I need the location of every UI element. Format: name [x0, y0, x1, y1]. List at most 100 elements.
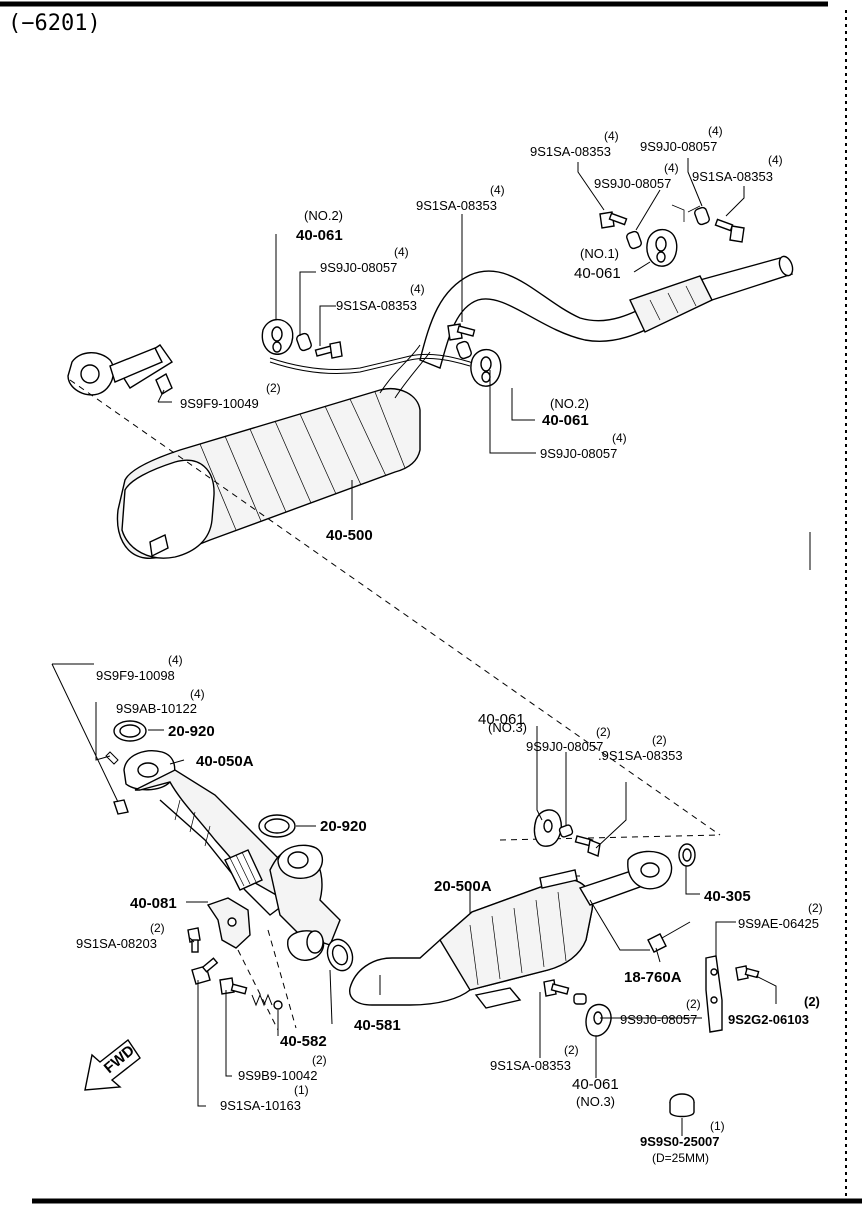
callout-part-number: 20-500A — [434, 878, 492, 895]
part-labels: (4) 9S1SA-08353 (4) 9S9J0-08057 (4) 9S9J… — [76, 124, 823, 1165]
oxygen-sensor — [647, 921, 691, 953]
callout-note: (D=25MM) — [652, 1151, 709, 1165]
tail-heat-shield — [629, 275, 713, 333]
callout-part-number: 9S2G2-06103 — [728, 1012, 809, 1027]
leader-lines — [51, 158, 811, 1136]
callout-part-number: 9S9B9-10042 — [238, 1068, 318, 1083]
hanger-rubber-no2-right — [470, 349, 502, 387]
bolt-no3-upper — [574, 835, 601, 857]
callout-qty: (4) — [168, 653, 183, 667]
grommet-plug — [669, 1093, 695, 1118]
callout-part-number: 9S9F9-10049 — [180, 396, 259, 411]
front-exhaust-assembly — [105, 720, 760, 1118]
callout-part-number: 40-305 — [704, 888, 751, 905]
callout-note: (NO.3) — [488, 720, 527, 735]
callout-note: (NO.3) — [576, 1094, 615, 1109]
callout-qty: (4) — [604, 129, 619, 143]
callout-part-number: 40-581 — [354, 1017, 401, 1034]
callout-part-number: 9S1SA-08353 — [336, 298, 417, 313]
callout-part-number: 9S1SA-08353 — [416, 198, 497, 213]
callout-part-number: 18-760A — [624, 969, 682, 986]
heat-shield-bracket — [705, 955, 723, 1033]
callout-part-number: 40-582 — [280, 1033, 327, 1050]
bushing-left — [296, 332, 312, 352]
callout-part-number: 40-500 — [326, 527, 373, 544]
callout-part-number: 9S9J0-08057 — [526, 739, 603, 754]
callout-part-number: 9S9AE-06425 — [738, 916, 819, 931]
callout-part-number: 40-061 — [572, 1076, 619, 1093]
callout-part-number: 40-061 — [478, 711, 525, 728]
converter-shell — [439, 878, 594, 991]
callout-qty: (2) — [312, 1053, 327, 1067]
bolt-mid — [447, 323, 476, 341]
callout-qty: (4) — [768, 153, 783, 167]
callout-part-number: .9S1SA-08353 — [598, 748, 683, 763]
spring-40-582 — [251, 993, 283, 1010]
callout-part-number: 9S9AB-10122 — [116, 701, 197, 716]
callout-part-number: 9S9J0-08057 — [620, 1012, 697, 1027]
callout-qty: (1) — [710, 1119, 725, 1133]
forward-direction-arrow: FWD — [84, 1038, 141, 1091]
callout-note: (NO.2) — [304, 208, 343, 223]
callout-part-number: 9S9J0-08057 — [320, 260, 397, 275]
callout-qty: (2) — [686, 997, 701, 1011]
callout-part-number: 9S1SA-08353 — [530, 144, 611, 159]
callout-part-number: 40-061 — [296, 227, 343, 244]
hanger-rod — [269, 353, 481, 370]
callout-part-number: 40-061 — [574, 265, 621, 282]
assembly-center-line — [69, 379, 721, 836]
callout-part-number: 9S9J0-08057 — [594, 176, 671, 191]
callout-qty: (4) — [708, 124, 723, 138]
callout-qty: (4) — [394, 245, 409, 259]
callout-part-number: 40-050A — [196, 753, 254, 770]
bushing-right — [456, 340, 472, 360]
bolt-08203 — [187, 927, 201, 953]
bolt-10042 — [219, 977, 248, 995]
callout-part-number: 20-920 — [320, 818, 367, 835]
callout-qty: (2) — [808, 901, 823, 915]
callout-part-number: 9S1SA-08353 — [692, 169, 773, 184]
callout-qty: (1) — [294, 1083, 309, 1097]
callout-qty: (2) — [804, 994, 820, 1009]
muffler-endcap — [121, 459, 215, 559]
callout-part-number: 9S9S0-25007 — [640, 1134, 720, 1149]
diagram-code: (−6201) — [8, 11, 101, 36]
bolt-10163 — [191, 957, 219, 985]
callout-note: (NO.2) — [550, 396, 589, 411]
hanger-rubber-no1 — [646, 229, 678, 267]
hanger-rubber-no3-upper — [533, 809, 562, 847]
nut-10098 — [113, 799, 129, 815]
callout-part-number: 9S9J0-08057 — [640, 139, 717, 154]
callout-qty: (4) — [612, 431, 627, 445]
bushing-no1-b — [694, 206, 710, 226]
callout-qty: (4) — [490, 183, 505, 197]
callout-part-number: 9S9J0-08057 — [540, 446, 617, 461]
hanger-rubber-no3-lower — [585, 1003, 612, 1037]
callout-qty: (4) — [410, 282, 425, 296]
callout-qty: (4) — [190, 687, 205, 701]
callout-note: (NO.1) — [580, 246, 619, 261]
callout-qty: (4) — [664, 161, 679, 175]
callout-part-number: 9S1SA-10163 — [220, 1098, 301, 1113]
callout-part-number: 9S9F9-10098 — [96, 668, 175, 683]
bolt-left — [314, 341, 343, 359]
muffler-ribs — [199, 391, 406, 531]
bolt-06425 — [735, 965, 760, 981]
bolt-no3-lower — [543, 979, 570, 997]
callout-qty: (2) — [266, 381, 281, 395]
callout-part-number: 40-081 — [130, 895, 177, 912]
callout-part-number: 9S1SA-08203 — [76, 936, 157, 951]
hanger-rubber-no2-left — [261, 319, 294, 355]
bolt-no1-b — [714, 218, 745, 243]
stud-10122 — [105, 751, 119, 765]
callout-qty: (2) — [564, 1043, 579, 1057]
tail-pipe-outlet — [778, 255, 794, 277]
rear-muffler-assembly — [67, 204, 794, 560]
callout-qty: (2) — [596, 725, 611, 739]
callout-part-number: 20-920 — [168, 723, 215, 740]
callout-qty: (2) — [652, 733, 667, 747]
callout-part-number: 40-061 — [542, 412, 589, 429]
callout-part-number: 9S1SA-08353 — [490, 1058, 571, 1073]
stud-bolt-10049 — [155, 372, 173, 396]
